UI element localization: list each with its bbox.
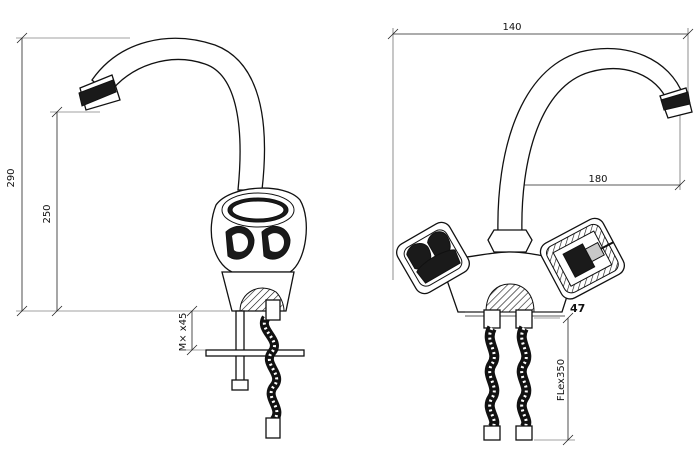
spout-collar bbox=[487, 229, 533, 253]
body-section bbox=[485, 283, 535, 313]
dim-250-label: 250 bbox=[42, 204, 53, 223]
dim-thread-label: M× x45 bbox=[178, 313, 189, 352]
right-handle-section bbox=[539, 217, 625, 300]
dim-180-label: 180 bbox=[588, 174, 607, 185]
spout-side bbox=[91, 37, 266, 191]
dim-flex-label: FLex350 bbox=[556, 359, 567, 401]
aerator-ring bbox=[78, 79, 117, 107]
hose-fitting-left bbox=[483, 425, 501, 441]
dim-140-label: 140 bbox=[502, 22, 521, 33]
mounting-stud bbox=[235, 310, 245, 382]
side-view: 290 250 bbox=[6, 32, 307, 439]
left-handle bbox=[396, 221, 470, 295]
handle-cap bbox=[221, 192, 295, 228]
hose-fitting bbox=[265, 417, 281, 439]
spout-front bbox=[497, 47, 684, 236]
front-view: 140 180 bbox=[387, 22, 694, 446]
hose-side bbox=[259, 315, 282, 423]
mounting-plate bbox=[205, 349, 305, 357]
hose-fitting-right bbox=[515, 425, 533, 441]
dim-290-label: 290 bbox=[6, 168, 17, 187]
stud-nut bbox=[231, 379, 249, 391]
dim-47-label: 47 bbox=[570, 302, 585, 315]
